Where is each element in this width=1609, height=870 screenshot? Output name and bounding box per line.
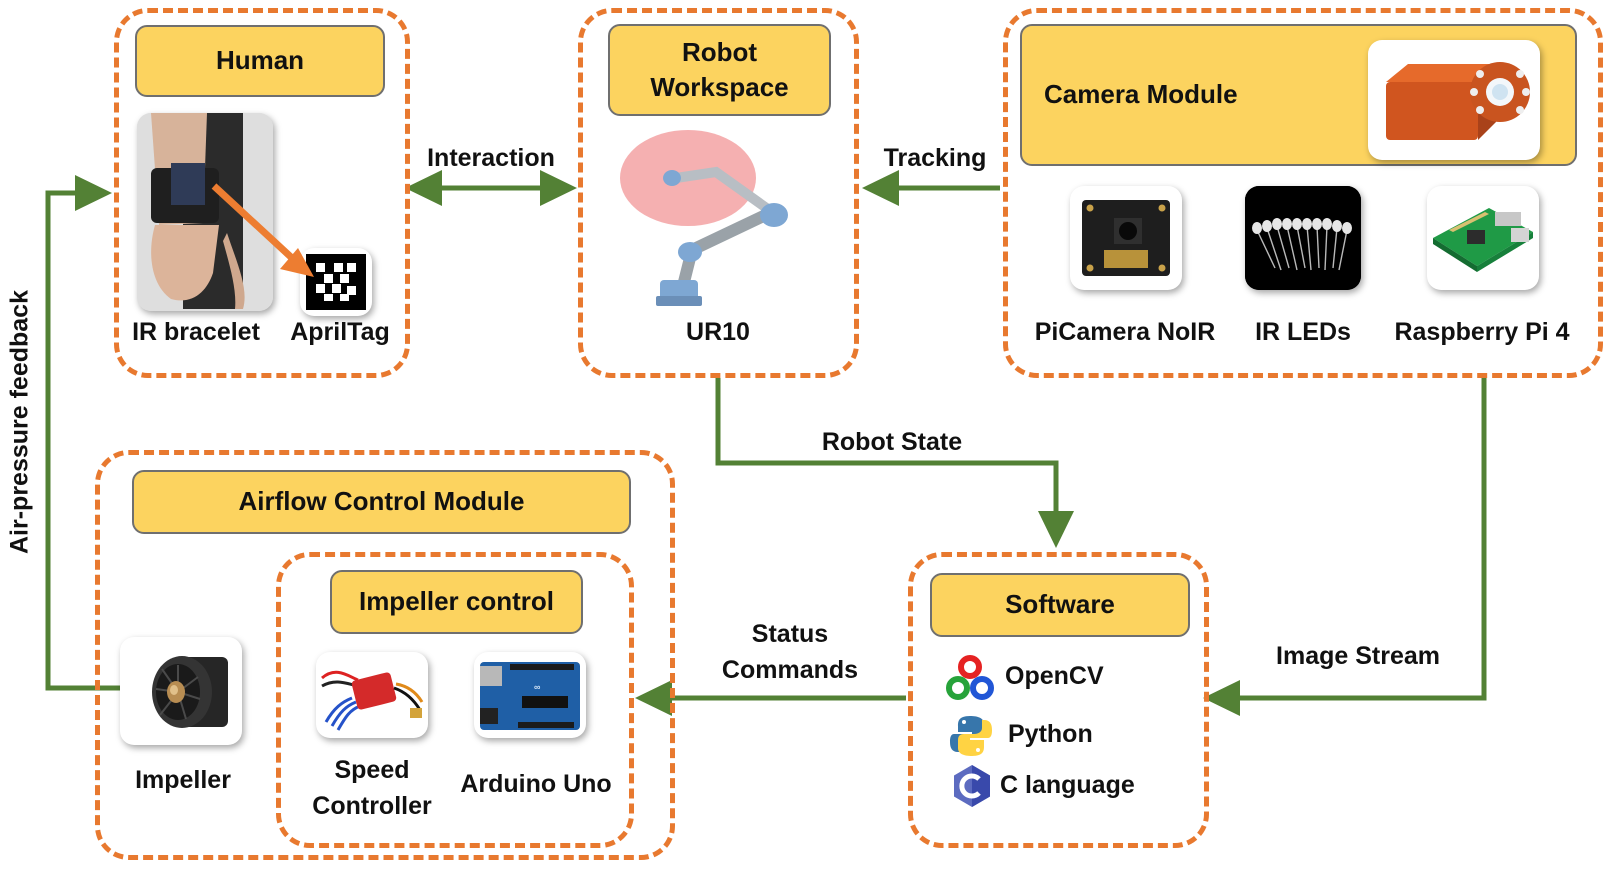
robot-state-arrowhead bbox=[1038, 511, 1074, 548]
image-stream-arrowhead bbox=[1203, 680, 1240, 716]
c-language-logo-icon bbox=[954, 765, 990, 807]
robot-workspace-title-line1: Robot bbox=[681, 36, 758, 67]
raspberry-pi-label: Raspberry Pi 4 bbox=[1394, 318, 1570, 346]
camera-case-tile bbox=[1368, 40, 1540, 160]
air-pressure-feedback-label: Air-pressure feedback bbox=[5, 289, 34, 555]
speed-controller-line1: Speed bbox=[334, 756, 410, 784]
picamera-icon bbox=[1082, 200, 1170, 276]
human-header: Human bbox=[135, 25, 385, 97]
camera-module bbox=[1003, 8, 1603, 378]
raspberry-pi-icon bbox=[1433, 208, 1533, 272]
status-commands-arrowhead bbox=[635, 680, 672, 716]
ir-leds-label: IR LEDs bbox=[1255, 318, 1351, 346]
svg-text:∞: ∞ bbox=[534, 682, 541, 692]
status-commands-label: Status Commands bbox=[722, 616, 858, 689]
human-module bbox=[114, 8, 410, 378]
ir-bracelet-photo bbox=[137, 113, 273, 311]
arduino-label: Arduino Uno bbox=[460, 770, 612, 798]
software-module bbox=[908, 552, 1209, 848]
impeller-tile bbox=[120, 637, 242, 745]
ir-bracelet-label: IR bracelet bbox=[132, 318, 260, 346]
python-logo-icon bbox=[950, 716, 992, 756]
ir-leds-icon bbox=[1245, 186, 1361, 290]
commands-label: Commands bbox=[721, 656, 859, 685]
c-language-label: C language bbox=[1000, 771, 1135, 799]
camera-case-icon bbox=[1386, 62, 1530, 140]
arduino-icon: ∞ bbox=[480, 662, 580, 730]
apriltag-label: AprilTag bbox=[290, 318, 390, 346]
interaction-arrowhead-right bbox=[540, 170, 577, 206]
picamera-tile bbox=[1070, 186, 1182, 290]
impeller-icon bbox=[152, 656, 228, 728]
image-stream-arrow-line bbox=[1240, 378, 1487, 701]
feedback-arrow-line bbox=[45, 190, 120, 691]
ir-leds-tile bbox=[1245, 186, 1361, 290]
robot-state-arrow-line bbox=[715, 378, 1059, 515]
ir-bracelet-icon bbox=[137, 113, 273, 311]
image-stream-label: Image Stream bbox=[1276, 642, 1440, 670]
robot-workspace-title-line2: Workspace bbox=[650, 72, 789, 102]
impeller-control-module bbox=[276, 552, 634, 848]
impeller-control-title: Impeller control bbox=[358, 586, 555, 617]
interaction-label: Interaction bbox=[427, 144, 555, 172]
camera-module-title: Camera Module bbox=[1044, 79, 1238, 110]
impeller-control-header: Impeller control bbox=[330, 570, 583, 634]
airflow-control-module bbox=[95, 450, 675, 860]
arduino-tile: ∞ bbox=[474, 652, 586, 738]
ur10-label: UR10 bbox=[686, 318, 750, 346]
airflow-control-title: Airflow Control Module bbox=[238, 486, 525, 517]
airflow-control-header: Airflow Control Module bbox=[132, 470, 631, 534]
software-title: Software bbox=[1005, 589, 1115, 620]
opencv-logo-icon bbox=[946, 655, 994, 700]
human-title: Human bbox=[215, 45, 305, 76]
python-label: Python bbox=[1008, 720, 1093, 748]
ur10-robot-icon bbox=[620, 130, 788, 306]
feedback-arrowhead bbox=[75, 175, 112, 211]
speed-controller-icon bbox=[321, 670, 424, 731]
tracking-label: Tracking bbox=[883, 144, 987, 172]
software-header: Software bbox=[930, 573, 1190, 637]
speed-controller-line2: Controller bbox=[312, 792, 432, 821]
bracelet-pointer-arrow bbox=[211, 183, 314, 277]
picamera-label: PiCamera NoIR bbox=[1034, 318, 1216, 346]
interaction-arrowhead-left bbox=[405, 170, 442, 206]
tracking-arrowhead bbox=[862, 170, 899, 206]
speed-controller-label: Speed Controller bbox=[312, 752, 431, 825]
robot-state-label: Robot State bbox=[821, 428, 963, 456]
apriltag-tile bbox=[300, 248, 372, 316]
robot-workspace-header: Robot Workspace bbox=[608, 24, 831, 116]
robot-workspace-module bbox=[578, 8, 859, 378]
status-label: Status bbox=[751, 620, 829, 648]
impeller-label: Impeller bbox=[135, 766, 231, 794]
raspberry-pi-tile bbox=[1427, 186, 1539, 290]
speed-controller-tile bbox=[316, 652, 428, 738]
opencv-label: OpenCV bbox=[1005, 662, 1104, 690]
apriltag-icon bbox=[306, 254, 366, 310]
